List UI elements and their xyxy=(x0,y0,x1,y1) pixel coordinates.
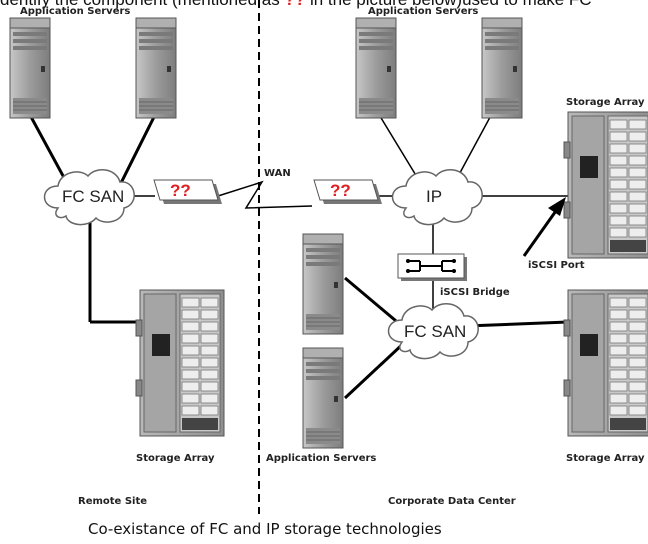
storage-array-remote xyxy=(135,289,225,437)
question-text: dentify the component (mentioned as ?? i… xyxy=(0,0,592,10)
server-corporate-4 xyxy=(302,347,344,449)
server-remote-2 xyxy=(135,17,177,119)
label-storage-array-bottom-right: Storage Array xyxy=(566,453,645,464)
question-marker: ?? xyxy=(284,0,305,9)
storage-array-top-right xyxy=(563,111,648,259)
figure-caption: Co-existance of FC and IP storage techno… xyxy=(88,520,442,538)
cloud-label-ip: IP xyxy=(426,187,443,206)
label-app-servers-remote: Application Servers xyxy=(20,6,131,17)
label-app-servers-corporate: Application Servers xyxy=(368,6,479,17)
storage-array-bottom-right xyxy=(563,289,648,437)
label-remote-site: Remote Site xyxy=(78,496,148,507)
unknown-device-right xyxy=(313,179,382,204)
server-corporate-3 xyxy=(302,233,344,335)
server-corporate-1 xyxy=(355,17,397,119)
unknown-device-left xyxy=(153,179,222,204)
label-wan: WAN xyxy=(264,168,291,179)
label-iscsi-bridge: iSCSI Bridge xyxy=(440,287,510,298)
label-corporate-data-center: Corporate Data Center xyxy=(388,496,516,507)
label-storage-array-remote: Storage Array xyxy=(136,453,215,464)
cloud-label-fc-san-right: FC SAN xyxy=(404,322,467,341)
iscsi-bridge-device xyxy=(397,253,467,281)
server-remote-1 xyxy=(9,17,51,119)
label-app-servers-bottom: Application Servers xyxy=(266,453,377,464)
cloud-label-fc-san-left: FC SAN xyxy=(62,187,125,206)
label-iscsi-port: iSCSI Port xyxy=(528,260,585,271)
unknown-marker-left: ?? xyxy=(170,181,191,200)
connection-lines xyxy=(28,107,569,400)
server-corporate-2 xyxy=(481,17,523,119)
unknown-marker-right: ?? xyxy=(330,181,351,200)
label-storage-array-top-right: Storage Array xyxy=(566,97,645,108)
iscsi-port-arrow xyxy=(522,197,566,257)
